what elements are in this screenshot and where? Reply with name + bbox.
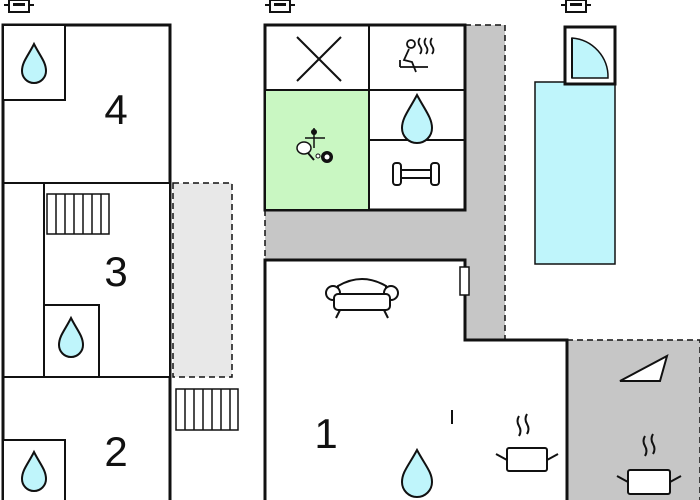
sauna-icon [399,37,435,73]
water-drop-icon [20,41,48,84]
x-cross-icon [296,36,342,82]
table-tennis-billiards-icon [296,128,333,163]
camera-icon [4,0,34,13]
terrace-dashed-edge [567,339,700,500]
cooking-pot-icon [495,413,559,472]
room-number-1: 1 [314,410,337,457]
water-drop-icon [57,315,85,358]
terrace-dashed-edge [465,24,506,340]
terrace-light [172,182,233,378]
dumbbell-icon [392,162,440,186]
stairs-icon [46,193,110,235]
pool [534,81,616,265]
room-number-2: 2 [104,428,127,475]
room-number-3: 3 [104,248,127,295]
triangle-icon [619,354,669,382]
water-drop-icon [20,449,48,492]
water-drop-icon [400,447,434,498]
terrace-gray-center [265,25,505,340]
camera-icon [561,0,591,13]
sofa-icon [325,278,399,319]
room-number-4: 4 [104,86,127,133]
activity-room [264,89,370,211]
cooking-pot-icon [616,433,682,495]
camera-icon [265,0,295,13]
door-arc-icon [571,37,609,79]
door-marker [459,266,470,296]
water-drop-icon [400,92,434,144]
stairs-icon [175,388,239,431]
